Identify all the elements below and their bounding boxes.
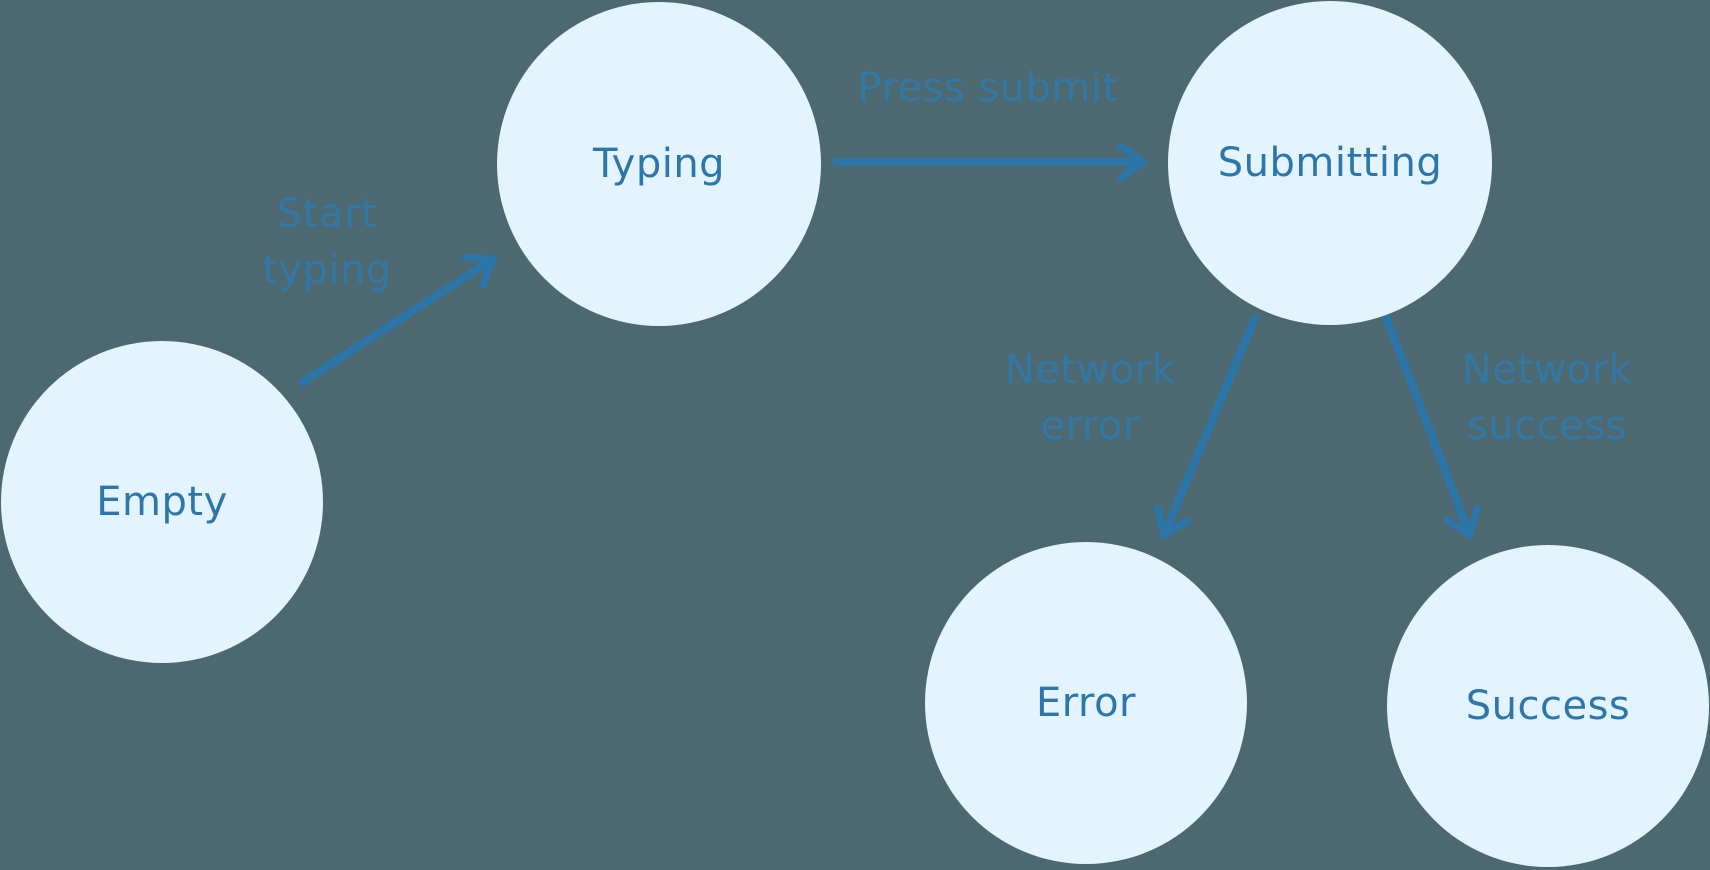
state-label-submitting: Submitting	[1217, 140, 1443, 186]
state-label-error: Error	[1036, 680, 1136, 726]
state-node-error: Error	[925, 542, 1247, 864]
state-label-typing: Typing	[592, 141, 726, 187]
state-node-submitting: Submitting	[1168, 1, 1492, 325]
edge-label-network-success: Network success	[1461, 347, 1633, 449]
edge-label-start-typing: Start typing	[262, 191, 392, 293]
state-label-empty: Empty	[96, 479, 228, 525]
state-node-success: Success	[1387, 545, 1709, 867]
state-node-typing: Typing	[497, 2, 821, 326]
edge-label-press-submit: Press submit	[857, 65, 1119, 111]
state-label-success: Success	[1465, 683, 1631, 729]
state-node-empty: Empty	[1, 341, 323, 663]
edge-label-network-error: Network error	[1004, 347, 1176, 449]
